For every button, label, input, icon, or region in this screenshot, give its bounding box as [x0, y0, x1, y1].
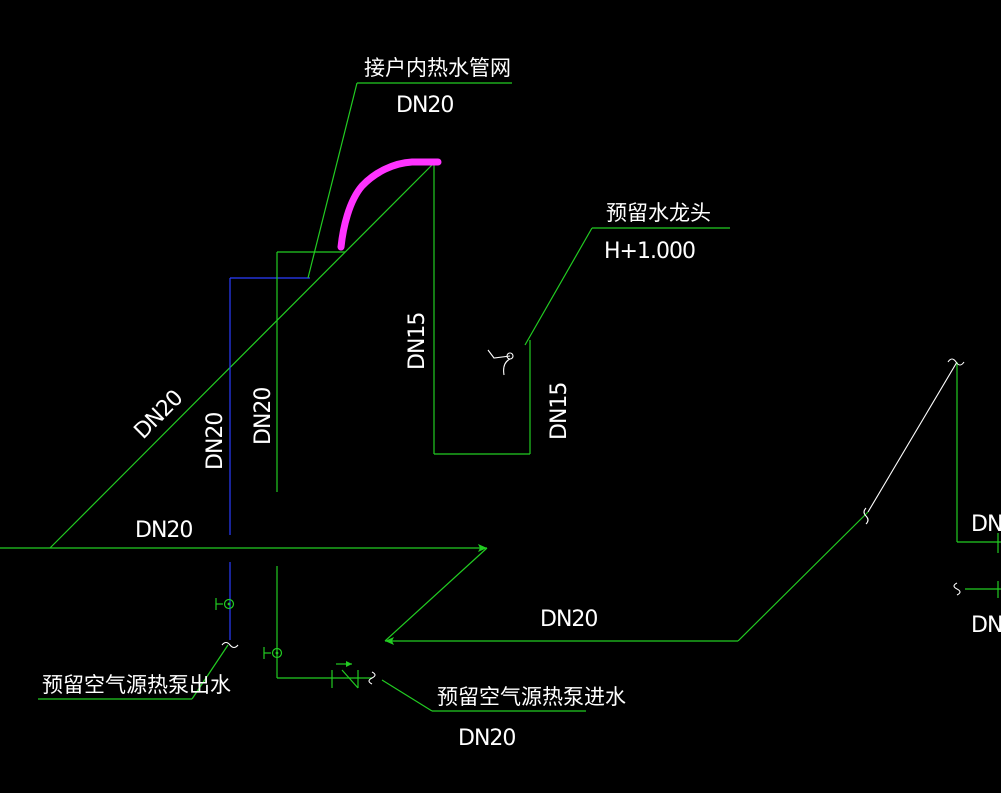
valve-fittings [215, 598, 283, 659]
label-blue-riser: DN20 [203, 413, 228, 470]
diagonal-supply-pipe [49, 161, 436, 549]
blue-riser-pipe [229, 277, 310, 640]
label-top-network-size: DN20 [396, 93, 453, 118]
label-edge-top: DN2 [971, 512, 1001, 537]
leader-lines [38, 82, 730, 712]
label-diagonal-pipe: DN20 [130, 386, 188, 444]
label-top-network: 接户内热水管网 [364, 56, 511, 80]
check-valve-icon [331, 661, 376, 689]
label-main-horizontal: DN20 [135, 518, 192, 543]
green-riser-pipe [276, 251, 345, 679]
label-green-riser: DN20 [251, 388, 276, 445]
label-inlet: 预留空气源热泵进水 [437, 685, 626, 709]
label-faucet-title: 预留水龙头 [606, 201, 711, 225]
label-faucet-height: H+1.000 [604, 239, 695, 264]
label-drop-right: DN15 [547, 383, 572, 440]
main-horizontal-pipe [0, 511, 869, 645]
faucet-branch-pipe [433, 162, 531, 455]
label-outlet: 预留空气源热泵出水 [42, 673, 231, 697]
label-inlet-size: DN20 [458, 726, 515, 751]
label-return-horizontal: DN20 [540, 607, 597, 632]
label-edge-bottom: DN2 [971, 613, 1001, 638]
right-side-pipe [863, 358, 1001, 598]
label-drop-left: DN15 [405, 313, 430, 370]
magenta-highlight-mark [337, 158, 442, 251]
faucet-icon [487, 349, 514, 376]
